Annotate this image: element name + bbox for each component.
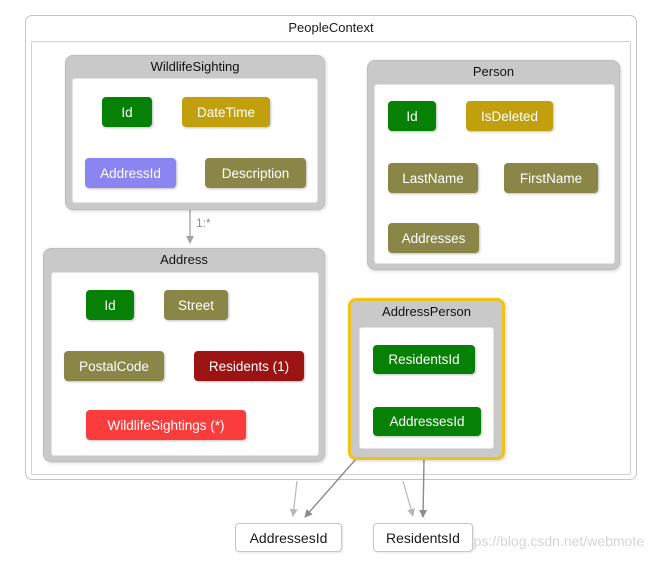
- relation-multiplicity-label: 1:*: [196, 216, 211, 230]
- field-badge-addressid[interactable]: AddressId: [85, 158, 176, 188]
- arrow-boundary-to-addressesid: [289, 480, 298, 517]
- field-badge-wildlifesightings[interactable]: WildlifeSightings (*): [86, 410, 246, 440]
- field-badge-addressesid[interactable]: AddressesId: [373, 407, 481, 436]
- external-node-addressesid[interactable]: AddressesId: [235, 523, 342, 552]
- watermark-text: https://blog.csdn.net/webmote: [458, 533, 644, 549]
- entity-addressperson[interactable]: AddressPerson ResidentsId AddressesId: [348, 298, 505, 460]
- entity-wildlifesighting-title: WildlifeSighting: [150, 59, 240, 74]
- entity-address[interactable]: Address Id Street PostalCode Residents (…: [43, 248, 325, 462]
- entity-wildlifesighting[interactable]: WildlifeSighting Id DateTime AddressId D…: [65, 55, 325, 210]
- field-badge-id[interactable]: Id: [388, 101, 436, 131]
- field-badge-lastname[interactable]: LastName: [388, 163, 478, 193]
- field-badge-residents[interactable]: Residents (1): [194, 351, 304, 381]
- field-badge-description[interactable]: Description: [205, 158, 306, 188]
- entity-addressperson-title: AddressPerson: [382, 304, 471, 319]
- field-badge-id[interactable]: Id: [86, 290, 134, 320]
- field-badge-firstname[interactable]: FirstName: [504, 163, 598, 193]
- field-badge-street[interactable]: Street: [164, 290, 228, 320]
- entity-person[interactable]: Person Id IsDeleted LastName FirstName A…: [367, 60, 620, 270]
- entity-person-title: Person: [472, 64, 515, 79]
- field-badge-id[interactable]: Id: [102, 97, 152, 127]
- entity-address-title: Address: [160, 252, 208, 267]
- field-badge-isdeleted[interactable]: IsDeleted: [466, 101, 553, 131]
- field-badge-addresses[interactable]: Addresses: [388, 223, 479, 253]
- field-badge-datetime[interactable]: DateTime: [182, 97, 270, 127]
- arrow-boundary-to-residentsid: [402, 480, 415, 517]
- external-node-residentsid[interactable]: ResidentsId: [373, 523, 473, 552]
- context-title: PeopleContext: [288, 20, 374, 35]
- field-badge-residentsid[interactable]: ResidentsId: [373, 345, 475, 374]
- field-badge-postalcode[interactable]: PostalCode: [64, 351, 164, 381]
